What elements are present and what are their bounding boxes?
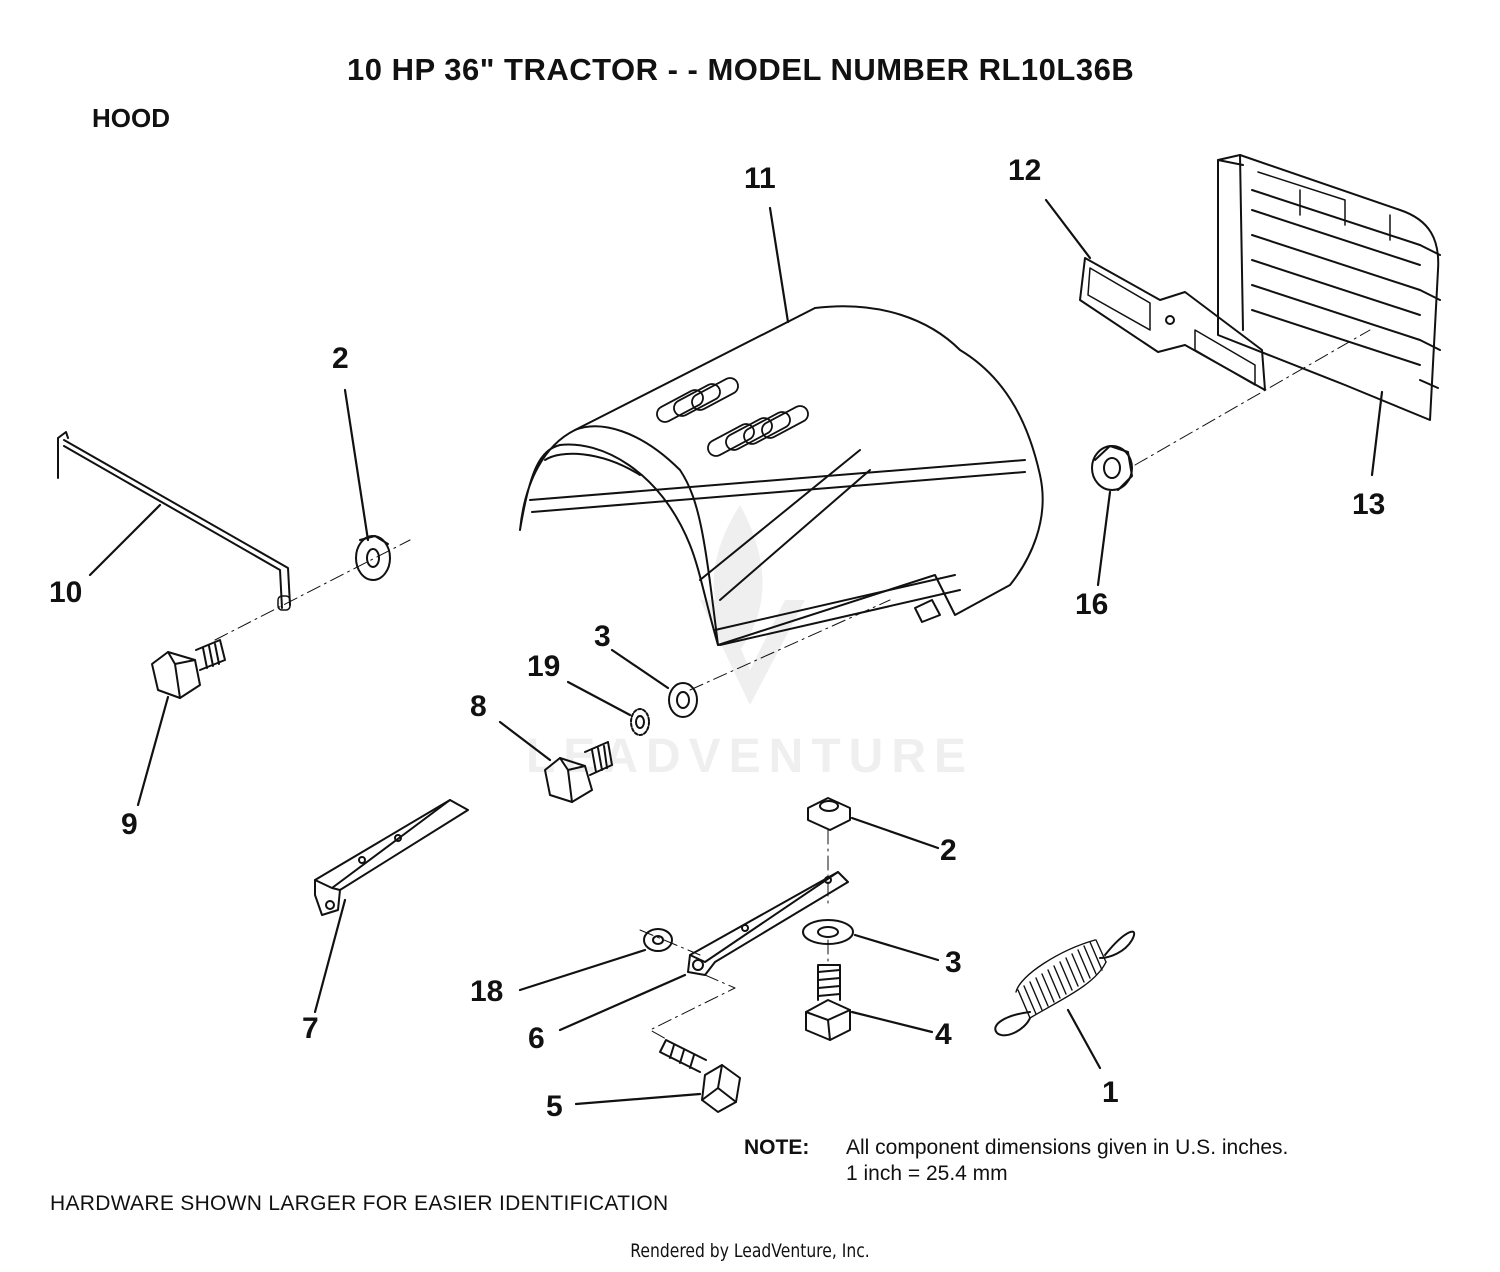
callout-12: 12 — [1008, 154, 1042, 187]
part-11-hood — [519, 305, 1044, 646]
note-label: NOTE: — [744, 1136, 810, 1159]
part-5-bolt — [659, 1039, 741, 1113]
part-1-spring — [994, 930, 1136, 1037]
hardware-note: HARDWARE SHOWN LARGER FOR EASIER IDENTIF… — [50, 1192, 669, 1215]
callout-13: 13 — [1352, 488, 1386, 521]
callout-6: 6 — [528, 1022, 545, 1055]
callout-3-lower: 3 — [945, 946, 962, 979]
leader-lines — [88, 198, 1384, 1106]
part-6-bracket — [687, 871, 849, 976]
callout-4: 4 — [935, 1018, 952, 1051]
part-2-nut-upper — [355, 535, 391, 581]
part-3-washer-lower — [802, 919, 854, 945]
page-title: 10 HP 36" TRACTOR - - MODEL NUMBER RL10L… — [347, 52, 1135, 87]
part-10-rod — [57, 431, 291, 611]
spring-coils — [1015, 939, 1107, 1019]
part-3-washer-upper — [668, 682, 698, 718]
center-lines — [214, 329, 1371, 1041]
part-13-grille — [1217, 154, 1441, 421]
callout-2-upper: 2 — [332, 342, 349, 375]
note-conversion: 1 inch = 25.4 mm — [846, 1162, 1008, 1185]
note-dimensions: All component dimensions given in U.S. i… — [846, 1136, 1289, 1159]
part-2-nut-lower — [807, 797, 851, 831]
part-9-bolt — [151, 639, 226, 699]
part-16-nut — [1091, 445, 1133, 491]
callout-10: 10 — [49, 576, 83, 609]
callout-3-upper: 3 — [594, 620, 611, 653]
part-18-washer — [643, 928, 673, 952]
part-7-bracket — [314, 799, 469, 916]
callout-19: 19 — [527, 650, 561, 683]
part-12-bracket — [1079, 257, 1266, 391]
callout-7: 7 — [302, 1012, 319, 1045]
part-19-star-washer — [630, 708, 650, 736]
callout-16: 16 — [1075, 588, 1109, 621]
callout-2-lower: 2 — [940, 834, 957, 867]
callout-18: 18 — [470, 975, 504, 1008]
part-8-bolt — [544, 741, 613, 803]
callout-9: 9 — [121, 808, 138, 841]
callout-8: 8 — [470, 690, 487, 723]
hood-vent-slots — [656, 377, 809, 457]
callout-11: 11 — [744, 162, 776, 195]
section-title: HOOD — [92, 103, 170, 133]
render-credit: Rendered by LeadVenture, Inc. — [630, 1240, 870, 1262]
callout-5: 5 — [546, 1090, 563, 1123]
callout-1: 1 — [1102, 1076, 1119, 1109]
part-4-bolt — [805, 964, 851, 1041]
